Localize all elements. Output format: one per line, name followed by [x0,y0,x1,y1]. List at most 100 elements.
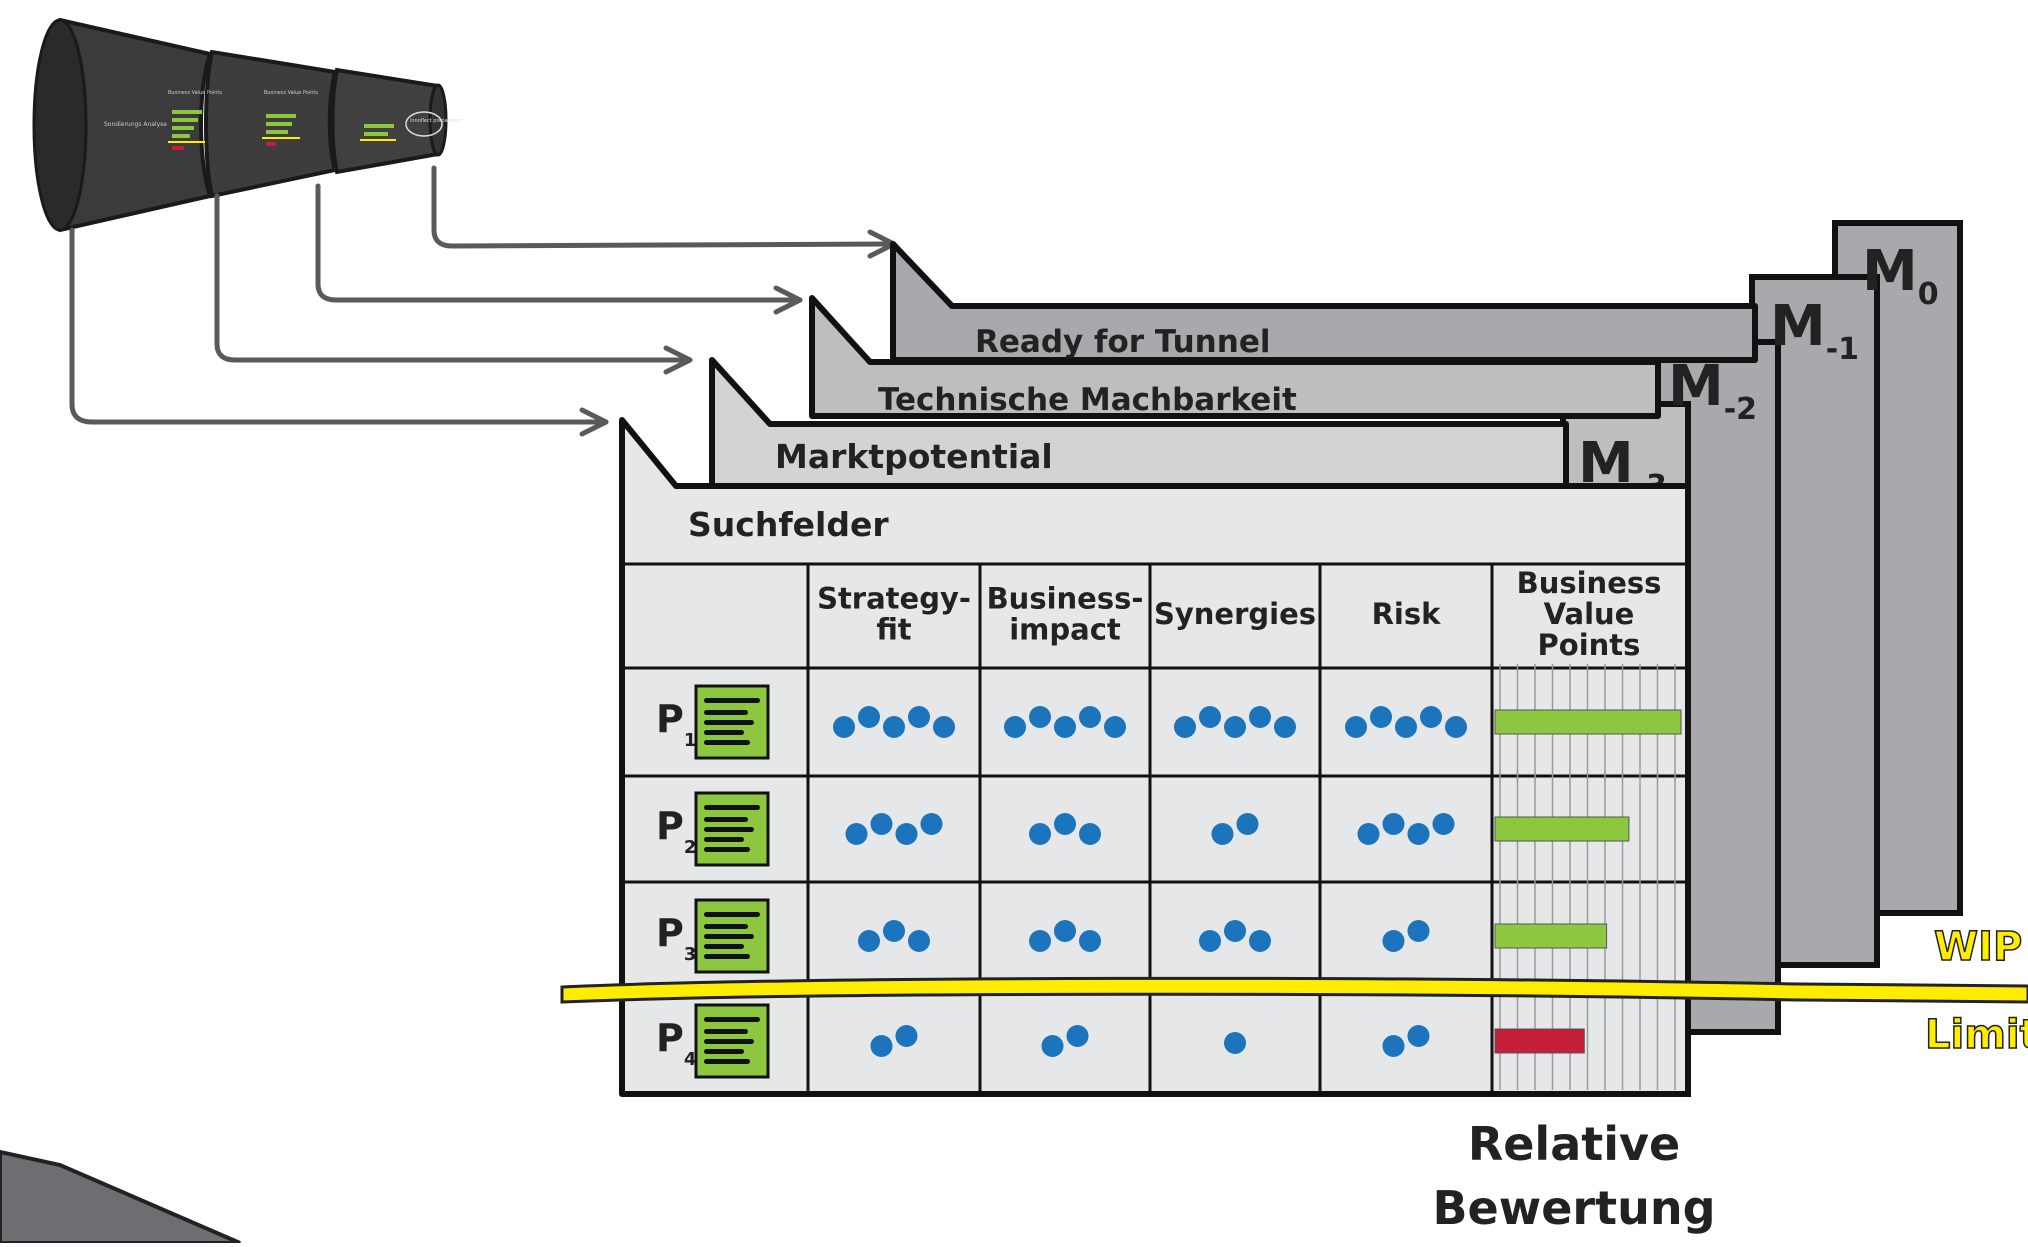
layer-technische-machbarkeit [809,295,1661,419]
rating-dot [1382,1035,1405,1057]
rating-dot [1370,706,1392,728]
row-label-p2: P2 [656,804,696,858]
rating-dot [1079,706,1101,728]
layer-ready-for-tunnel [890,241,1758,363]
rating-dot [1432,813,1455,835]
arrow-to-ready-for-tunnel [431,165,895,249]
rating-dot [1041,1035,1064,1057]
column-header-0-line-0: Strategy- [817,582,971,616]
funnel-label-3: Business Value Points [264,90,318,96]
rating-dot [1104,716,1126,738]
rating-dot [1174,716,1196,738]
layer-marktpotential-label: Marktpotential [775,437,1053,476]
rating-dot [908,930,930,952]
rating-dot [1407,1025,1430,1047]
column-header-4-line-0: Business [1517,566,1662,600]
project-card-icon [694,684,770,760]
rating-dot [1029,930,1051,952]
funnel: Sondierungs Analyse Business Value Point… [32,17,462,233]
rating-dot [1357,823,1380,845]
rating-dot [933,716,955,738]
rating-dot [1079,930,1101,952]
rating-dot [1224,1032,1246,1054]
rating-dot [1199,706,1221,728]
rating-dot [845,823,868,845]
bvp-scale-grid [1499,664,1676,1090]
column-header-2-line-0: Synergies [1154,597,1316,631]
row-label-p3: P3 [656,911,696,965]
layer-technische-machbarkeit-label: Technische Machbarkeit [878,382,1297,418]
rating-dot [1199,930,1221,952]
project-card-icon [694,898,770,974]
rating-dot [1395,716,1417,738]
rating-dot [1054,920,1076,942]
layer-suchfelder-label: Suchfelder [688,505,889,544]
funnel-arrows [69,165,897,437]
funnel-label-4: innoflect preparation [410,118,462,124]
milestone-m-1-label: M-1 [1770,294,1859,367]
rating-dot [1029,706,1051,728]
rating-dot [883,716,905,738]
rating-dot [1407,823,1430,845]
rating-dot [883,920,905,942]
rating-dot [858,706,880,728]
caption-line-1: Relative [1468,1117,1680,1171]
funnel-label-1: Sondierungs Analyse [104,121,167,128]
bvp-bar-p2 [1494,816,1630,842]
rating-dot [1211,823,1234,845]
layer-marktpotential [709,357,1569,489]
rating-dot [858,930,880,952]
wip-limit-line [560,976,2028,1004]
rating-dot [1249,930,1271,952]
rating-dot [1079,823,1101,845]
funnel-mini-charts [168,110,443,150]
rating-dot [908,706,930,728]
corner-wedge [0,1149,241,1245]
column-header-4-line-1: Value [1544,597,1635,631]
rating-dot [1345,716,1367,738]
bvp-bar-p3 [1494,923,1608,949]
rating-dot [920,813,943,835]
rating-dot [1420,706,1442,728]
rating-dot [870,1035,893,1057]
arrow-to-suchfelder [69,227,609,425]
column-header-0-line-1: fit [876,613,911,647]
arrow-to-technische-machbarkeit [315,183,803,303]
rating-dot [1274,716,1296,738]
rating-dot [1382,930,1405,952]
rating-dot [833,716,855,738]
rating-dot [1066,1025,1089,1047]
rating-dot [1249,706,1271,728]
project-card-icon [694,1003,770,1079]
bvp-bar-p1 [1494,709,1682,735]
row-label-p1: P1 [656,697,696,751]
rating-dot [1054,813,1076,835]
wip-label: WIP [1934,924,2022,970]
rating-dot [1224,920,1246,942]
column-header-4-line-2: Points [1538,628,1641,662]
row-label-p4: P4 [656,1016,696,1070]
rating-dot [870,813,893,835]
arrow-to-marktpotential [214,193,693,363]
rating-dot [1382,813,1405,835]
rating-dot [1224,716,1246,738]
rating-dot [1054,716,1076,738]
rating-dot [895,823,918,845]
rating-dot [895,1025,918,1047]
rating-dot [1029,823,1051,845]
project-card-icon [694,791,770,867]
bvp-bar-p4 [1494,1028,1585,1054]
rating-dot [1445,716,1467,738]
rating-dot [1236,813,1259,835]
column-header-1-line-1: impact [1009,613,1121,647]
funnel-mouth [32,18,88,232]
column-header-3-line-0: Risk [1372,597,1442,631]
limit-label: Limit [1925,1012,2028,1058]
layer-ready-for-tunnel-label: Ready for Tunnel [975,324,1270,360]
milestone-m-2-label: M-2 [1668,354,1757,427]
rating-dot [1407,920,1430,942]
caption-line-2: Bewertung [1432,1181,1715,1235]
